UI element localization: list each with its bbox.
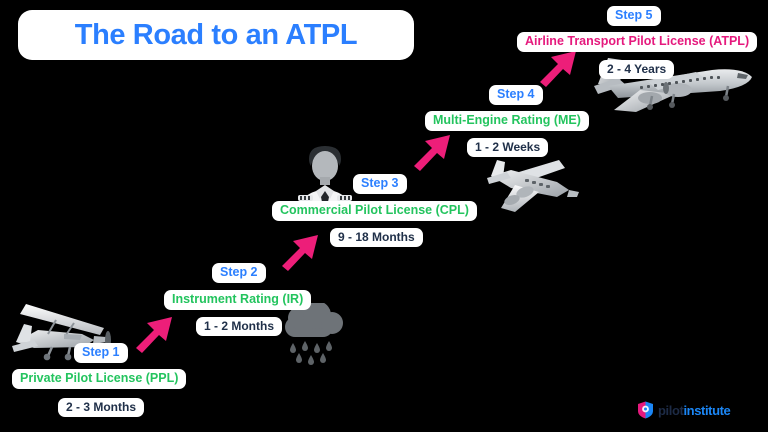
single-engine-plane-icon (12, 304, 111, 361)
license-label-4-text: Multi-Engine Rating (ME) (433, 113, 581, 127)
license-label-4: Multi-Engine Rating (ME) (425, 111, 589, 131)
license-label-1: Private Pilot License (PPL) (12, 369, 187, 389)
twin-engine-plane-icon (487, 160, 579, 212)
progress-arrow-1 (136, 317, 172, 353)
step-badge-5: Step 5 (607, 6, 661, 26)
license-label-5: Airline Transport Pilot License (ATPL) (517, 32, 758, 52)
step-badge-4: Step 4 (489, 85, 543, 105)
rain-cloud-icon (285, 303, 343, 365)
duration-label-3: 9 - 18 Months (330, 228, 423, 247)
step-badge-1: Step 1 (74, 343, 128, 363)
license-label-2: Instrument Rating (IR) (164, 290, 312, 310)
duration-label-2-text: 1 - 2 Months (204, 319, 275, 333)
step-badge-2-label: Step 2 (220, 265, 258, 279)
duration-label-2: 1 - 2 Months (196, 317, 283, 336)
page-title: The Road to an ATPL (74, 18, 358, 51)
license-label-2-text: Instrument Rating (IR) (172, 292, 304, 306)
duration-label-1-text: 2 - 3 Months (66, 400, 137, 414)
license-label-5-text: Airline Transport Pilot License (ATPL) (525, 34, 750, 48)
license-label-3: Commercial Pilot License (CPL) (272, 201, 477, 221)
duration-label-4: 1 - 2 Weeks (467, 138, 549, 157)
duration-label-5-text: 2 - 4 Years (607, 62, 667, 76)
progress-arrow-2 (282, 235, 318, 271)
duration-label-4-text: 1 - 2 Weeks (475, 140, 541, 154)
title-card: The Road to an ATPL (18, 10, 414, 60)
license-label-3-text: Commercial Pilot License (CPL) (280, 203, 469, 217)
duration-label-1: 2 - 3 Months (58, 398, 145, 417)
step-badge-5-label: Step 5 (615, 8, 653, 22)
step-badge-4-label: Step 4 (497, 87, 535, 101)
logo-word-institute: institute (683, 402, 731, 418)
duration-label-5: 2 - 4 Years (599, 60, 675, 79)
pilot-institute-logo: pilotinstitute (637, 401, 731, 419)
logo-wordmark: pilotinstitute (658, 402, 731, 418)
step-badge-1-label: Step 1 (82, 345, 120, 359)
step-badge-2: Step 2 (212, 263, 266, 283)
shield-icon (638, 401, 653, 419)
step-badge-3: Step 3 (353, 174, 407, 194)
step-badge-3-label: Step 3 (361, 176, 399, 190)
logo-word-pilot: pilot (658, 402, 684, 418)
duration-label-3-text: 9 - 18 Months (338, 230, 415, 244)
progress-arrow-3 (414, 135, 450, 171)
progress-arrow-4 (540, 51, 576, 87)
license-label-1-text: Private Pilot License (PPL) (20, 371, 179, 385)
